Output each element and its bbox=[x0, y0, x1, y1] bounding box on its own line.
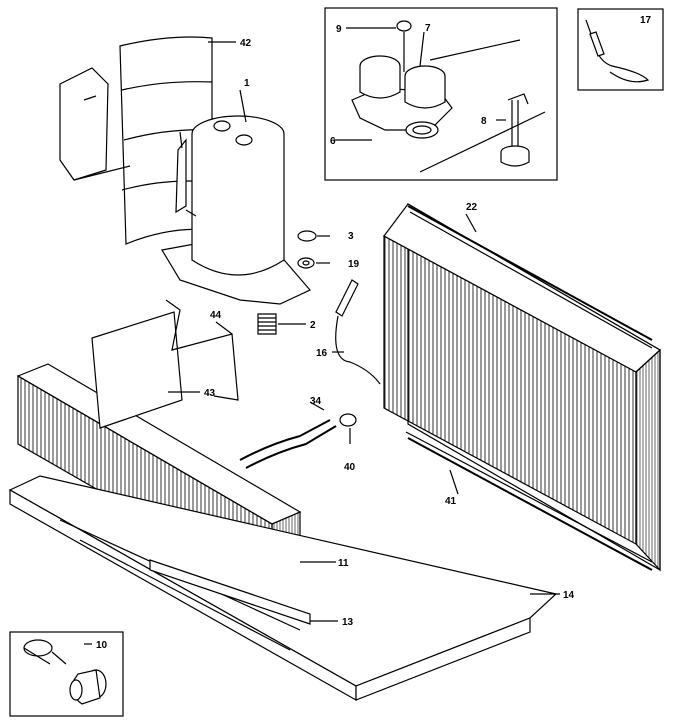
label-p43: 43 bbox=[204, 388, 216, 399]
label-p17: 17 bbox=[640, 15, 652, 26]
label-p41: 41 bbox=[445, 496, 457, 507]
label-p16: 16 bbox=[316, 348, 328, 359]
label-p9: 9 bbox=[336, 24, 342, 35]
leader-lines bbox=[84, 27, 560, 645]
bracket bbox=[91, 299, 239, 429]
label-p19: 19 bbox=[348, 259, 360, 270]
label-p22: 22 bbox=[466, 202, 478, 213]
condenser-coil bbox=[383, 202, 662, 572]
label-p2: 2 bbox=[310, 320, 316, 331]
label-p14: 14 bbox=[563, 590, 575, 601]
label-p10: 10 bbox=[96, 640, 108, 651]
label-p34: 34 bbox=[310, 396, 322, 407]
part-labels: 1 2 3 6 7 8 9 10 11 13 14 16 17 19 22 34… bbox=[96, 15, 652, 651]
label-p13: 13 bbox=[342, 617, 354, 628]
inset-bushing bbox=[9, 631, 124, 717]
label-p42: 42 bbox=[240, 38, 252, 49]
thermistor bbox=[335, 279, 381, 385]
inset-mount bbox=[324, 7, 558, 181]
label-p7: 7 bbox=[425, 23, 431, 34]
base-pan bbox=[8, 475, 558, 702]
label-p40: 40 bbox=[344, 462, 356, 473]
mount-hardware bbox=[257, 230, 317, 335]
tubing bbox=[239, 413, 357, 469]
label-p44: 44 bbox=[210, 310, 222, 321]
inset-capillary bbox=[577, 8, 664, 91]
label-p3: 3 bbox=[348, 231, 354, 242]
compressor bbox=[161, 89, 311, 305]
label-p1: 1 bbox=[244, 78, 250, 89]
label-p8: 8 bbox=[481, 116, 487, 127]
label-p6: 6 bbox=[330, 136, 336, 147]
compressor-wrap bbox=[59, 36, 213, 245]
label-p11: 11 bbox=[338, 558, 349, 569]
